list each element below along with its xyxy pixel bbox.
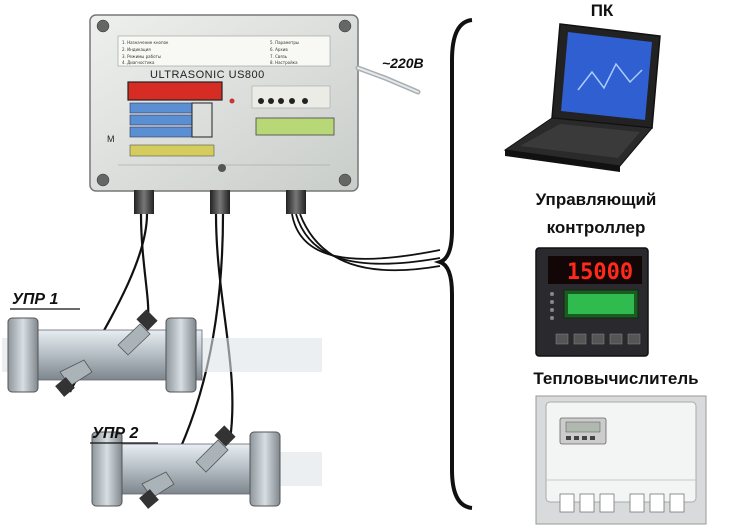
meter-menu-bar-yellow [129, 144, 215, 157]
sensor-label-upr1: УПР 1 [12, 291, 58, 308]
controller-display-value: 15000 [567, 260, 633, 285]
connection-brace [433, 18, 473, 510]
meter-menu-bar [129, 114, 193, 126]
transducer-upr1-top [117, 309, 158, 356]
panel-line: 5. Параметры [270, 40, 299, 45]
transducer-upr1-bottom [55, 359, 93, 397]
meter-brand: ULTRASONIC US800 [150, 69, 265, 81]
meter-selector [191, 102, 213, 138]
meter-keypad [251, 85, 331, 109]
heat-calculator-illustration [535, 395, 707, 525]
laptop-illustration [503, 23, 661, 172]
device-label-pc: ПК [591, 1, 614, 20]
sensor-label-upr2: УПР 2 [92, 425, 138, 442]
panel-line: 7. Связь [270, 54, 288, 59]
pipe-upr1 [2, 309, 322, 397]
panel-line: 1. Назначение кнопок [122, 40, 169, 45]
device-label-heat-calculator: Тепловычислитель [533, 369, 698, 388]
panel-line: 8. Настройка [270, 60, 298, 65]
panel-line: 4. Диагностика [122, 60, 155, 65]
meter-side-label: M [107, 134, 115, 144]
corner-screws [96, 19, 352, 187]
panel-line: 6. Архив [270, 47, 288, 52]
meter-menu-bar [129, 126, 193, 138]
power-label: ~220В [382, 55, 424, 71]
instruction-panel-lines: 1. Назначение кнопок 2. Индикация 3. Реж… [122, 40, 299, 65]
transducer-upr2-top [195, 425, 236, 473]
meter-menu-bar [129, 102, 193, 114]
controller-illustration: 15000 [535, 247, 649, 357]
meter-led [229, 98, 235, 104]
output-cables [291, 213, 441, 272]
cable-glands [134, 190, 306, 214]
power-cable [355, 65, 421, 95]
pipe-upr2 [91, 425, 322, 509]
meter-status-panel [255, 117, 335, 136]
panel-line: 2. Индикация [122, 47, 151, 52]
meter-display [127, 81, 223, 101]
meter-ground-screw [218, 164, 226, 172]
transducer-upr2-bottom [139, 471, 175, 509]
panel-line: 3. Режимы работы [122, 54, 161, 59]
flow-meter-unit: 1. Назначение кнопок 2. Индикация 3. Реж… [89, 14, 359, 192]
instruction-panel [117, 35, 331, 67]
device-label-controller-line2: контроллер [547, 218, 646, 237]
device-label-controller-line1: Управляющий [536, 190, 657, 209]
